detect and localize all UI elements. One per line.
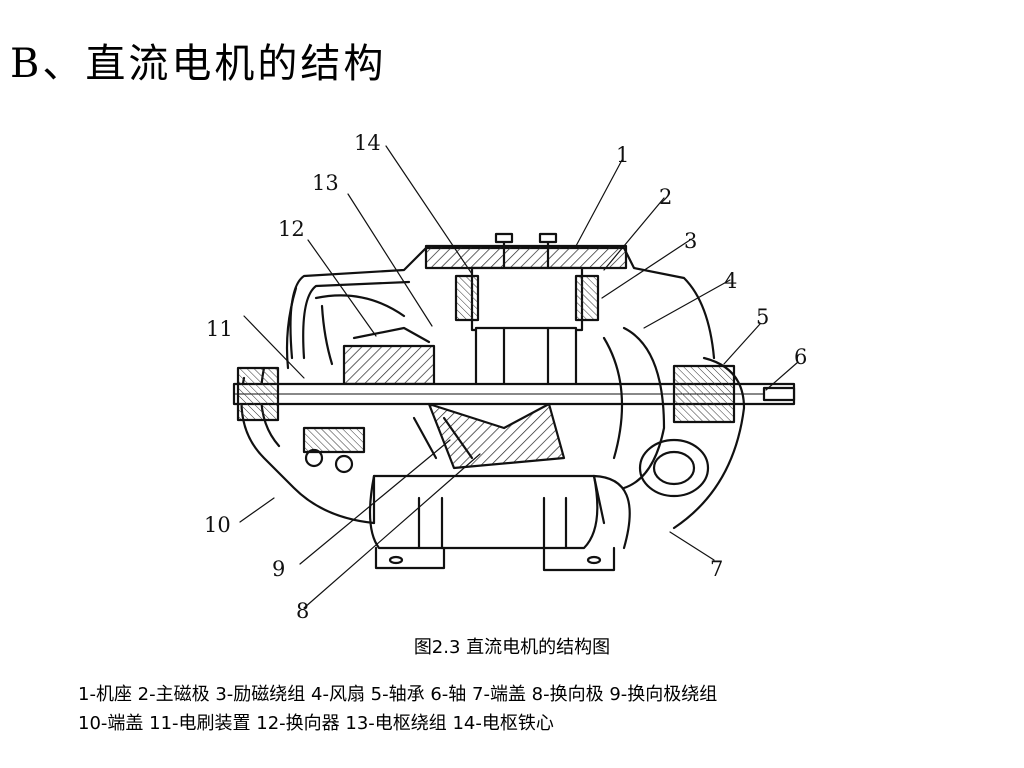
commutator	[342, 344, 436, 386]
foot-left	[374, 546, 446, 570]
leader-3	[601, 239, 691, 299]
leader-13	[347, 193, 433, 327]
part-label-10: 10	[204, 513, 231, 537]
dc-motor-cutaway-diagram: 1 2 3 4 5 6 7 8 9 10 11 12 13 14	[204, 128, 807, 628]
part-label-4: 4	[724, 269, 737, 293]
leader-6	[765, 361, 799, 391]
leader-8	[303, 453, 481, 609]
leader-11	[243, 315, 305, 379]
leader-2	[603, 197, 665, 271]
armature-core-lower	[427, 402, 566, 470]
figure-caption: 图2.3 直流电机的结构图	[413, 637, 611, 658]
bearing-left	[236, 366, 280, 422]
part-label-6: 6	[794, 345, 807, 369]
part-label-13: 13	[312, 171, 339, 195]
frame-lower	[372, 474, 606, 525]
part-label-5: 5	[756, 305, 769, 329]
leader-5	[723, 323, 761, 365]
bearing-right	[672, 364, 736, 424]
armature-core-top	[474, 326, 578, 390]
frame-inner-line	[302, 280, 411, 360]
leader-12	[307, 239, 377, 337]
foot-right	[542, 546, 616, 572]
slide-title: B、直流电机的结构	[10, 41, 387, 87]
part-label-8: 8	[296, 599, 309, 623]
parts-legend-line-2: 10-端盖 11-电刷装置 12-换向器 13-电枢绕组 14-电枢铁心	[78, 713, 554, 734]
part-label-12: 12	[278, 217, 305, 241]
part-label-1: 1	[616, 143, 629, 167]
right-end-cover	[672, 356, 746, 530]
parts-legend-line-1: 1-机座 2-主磁极 3-励磁绕组 4-风扇 5-轴承 6-轴 7-端盖 8-换…	[78, 684, 718, 705]
leader-4	[643, 279, 731, 329]
part-label-2: 2	[659, 185, 672, 209]
motor-drawing: 1 2 3 4 5 6 7 8 9 10 11 12 13 14	[204, 131, 807, 623]
main-pole	[470, 266, 584, 332]
leader-10	[239, 497, 275, 523]
leader-7	[669, 531, 715, 561]
part-label-9: 9	[272, 557, 285, 581]
leader-1	[575, 159, 623, 247]
brush-gear	[302, 426, 366, 454]
part-label-14: 14	[354, 131, 381, 155]
leader-14	[385, 145, 473, 275]
part-label-7: 7	[710, 557, 723, 581]
part-label-11: 11	[206, 317, 233, 341]
leader-9	[299, 439, 451, 565]
part-label-3: 3	[684, 229, 697, 253]
